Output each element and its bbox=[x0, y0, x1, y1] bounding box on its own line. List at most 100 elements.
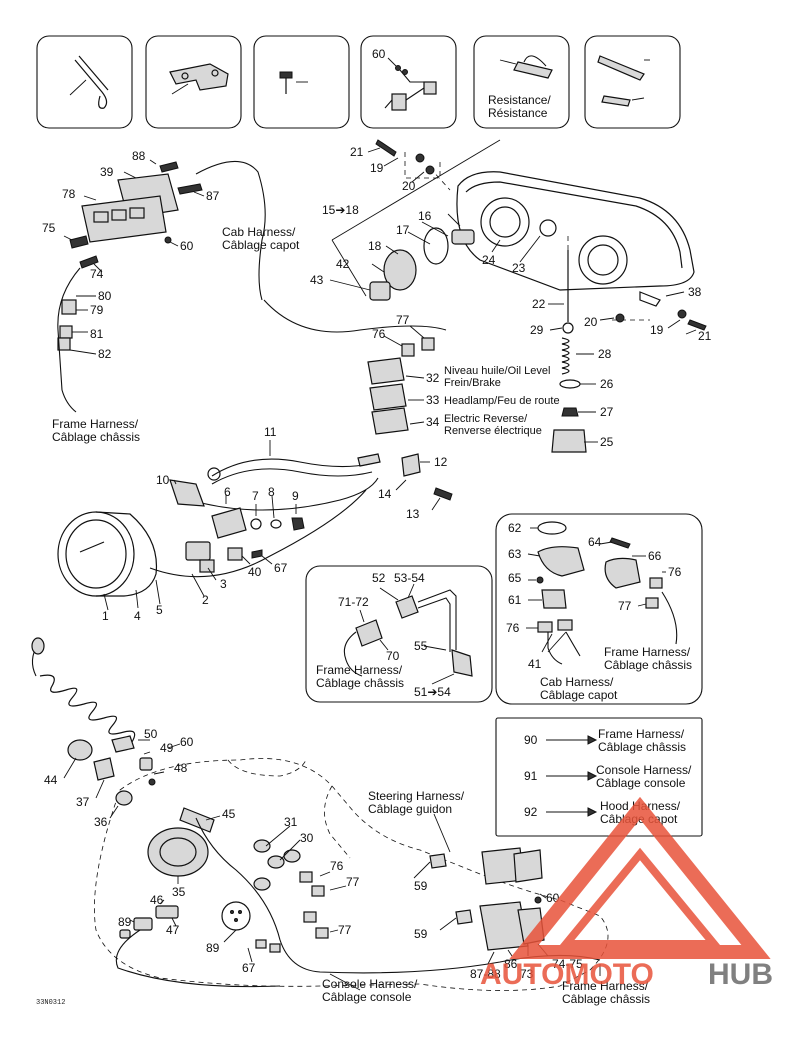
callout-43: 43 bbox=[310, 273, 324, 287]
callout-17: 17 bbox=[396, 223, 410, 237]
leaders-top-right bbox=[329, 147, 697, 443]
callout-4: 4 bbox=[134, 609, 141, 623]
callout-74: 74 bbox=[90, 267, 104, 281]
indicator-34-label-2: Renverse électrique bbox=[444, 425, 542, 437]
callout-88: 88 bbox=[132, 149, 146, 163]
frame-harness-left-2: Câblage châssis bbox=[52, 430, 140, 444]
callout-21b: 21 bbox=[698, 329, 712, 343]
callout-19b: 19 bbox=[650, 323, 664, 337]
callout-20b: 20 bbox=[584, 315, 598, 329]
callout-3: 3 bbox=[220, 577, 227, 591]
callout-23: 23 bbox=[512, 261, 526, 275]
callout-31: 31 bbox=[284, 815, 298, 829]
callout-46: 46 bbox=[150, 893, 164, 907]
callout-67a: 67 bbox=[274, 561, 288, 575]
callout-9: 9 bbox=[292, 489, 299, 503]
callout-2: 2 bbox=[202, 593, 209, 607]
steering-harness-1: Steering Harness/ bbox=[368, 789, 465, 803]
legend-num-91: 91 bbox=[524, 769, 538, 783]
callout-51: 51➔54 bbox=[414, 685, 451, 699]
inset-box-57 bbox=[145, 35, 242, 129]
callout-47: 47 bbox=[166, 923, 180, 937]
console-harness-bottom-1: Console Harness/ bbox=[322, 977, 418, 991]
callout-7: 7 bbox=[252, 489, 259, 503]
callout-38: 38 bbox=[688, 285, 702, 299]
legend-num-90: 90 bbox=[524, 733, 538, 747]
callout-20a: 20 bbox=[402, 179, 416, 193]
callout-82: 82 bbox=[98, 347, 112, 361]
harness-legend: 90 91 92 Frame Harness/ Câblage châssis … bbox=[495, 717, 703, 837]
cab-harness-label-top-2: Câblage capot bbox=[222, 238, 300, 252]
callout-24: 24 bbox=[482, 253, 496, 267]
callout-50: 50 bbox=[144, 727, 158, 741]
callout-60: 60 bbox=[372, 47, 386, 61]
callout-67b: 67 bbox=[242, 961, 256, 975]
callout-49: 49 bbox=[160, 741, 174, 755]
legend-91-text-1: Console Harness/ bbox=[596, 763, 692, 777]
legend-90-text-2: Câblage châssis bbox=[598, 740, 686, 754]
callout-12: 12 bbox=[434, 455, 448, 469]
frame-harness-left-1: Frame Harness/ bbox=[52, 417, 139, 431]
callout-77d: 77 bbox=[338, 923, 352, 937]
speedometer-assembly bbox=[57, 440, 453, 611]
legend-90-text-1: Frame Harness/ bbox=[598, 727, 685, 741]
callout-60c: 60 bbox=[180, 735, 194, 749]
callout-63: 63 bbox=[508, 547, 522, 561]
callout-62: 62 bbox=[508, 521, 522, 535]
callout-64: 64 bbox=[588, 535, 602, 549]
callout-40: 40 bbox=[248, 565, 262, 579]
indicator-32-label-1: Niveau huile/Oil Level bbox=[444, 365, 550, 377]
callout-81: 81 bbox=[90, 327, 104, 341]
callout-39: 39 bbox=[100, 165, 114, 179]
callout-8: 8 bbox=[268, 485, 275, 499]
callout-59a: 59 bbox=[414, 879, 428, 893]
callout-7172: 71-72 bbox=[338, 595, 369, 609]
inset-box-84-85 bbox=[584, 35, 681, 129]
inset-box-58 bbox=[253, 35, 350, 129]
callout-33: 33 bbox=[426, 393, 440, 407]
callout-42: 42 bbox=[336, 257, 350, 271]
callout-25: 25 bbox=[600, 435, 614, 449]
callout-76a: 76 bbox=[372, 327, 386, 341]
callout-18: 18 bbox=[368, 239, 382, 253]
inset-box-resistance: Resistance/ Résistance bbox=[473, 35, 570, 129]
callout-86: 86 bbox=[504, 957, 518, 971]
callout-79: 79 bbox=[90, 303, 104, 317]
diagram-code: 33N0312 bbox=[36, 999, 65, 1007]
callout-48: 48 bbox=[174, 761, 188, 775]
callout-89b: 89 bbox=[206, 941, 220, 955]
callout-6: 6 bbox=[224, 485, 231, 499]
inset-box-51-54 bbox=[305, 565, 493, 703]
callout-77c: 77 bbox=[346, 875, 360, 889]
callout-52: 52 bbox=[372, 571, 386, 585]
callout-14: 14 bbox=[378, 487, 392, 501]
callout-36: 36 bbox=[94, 815, 108, 829]
callout-16: 16 bbox=[418, 209, 432, 223]
callout-10: 10 bbox=[156, 473, 170, 487]
watermark-right: HUB bbox=[708, 958, 773, 991]
frame-harness-bottom-1: Frame Harness/ bbox=[562, 979, 649, 993]
resistance-caption-2: Résistance bbox=[488, 106, 548, 120]
callout-29: 29 bbox=[530, 323, 544, 337]
cab-harness-right-1: Cab Harness/ bbox=[540, 675, 614, 689]
callout-26: 26 bbox=[600, 377, 614, 391]
watermark-left: AUTOMOTO bbox=[480, 958, 654, 991]
callout-7475: 74-75 bbox=[552, 957, 583, 971]
cab-harness-right-2: Câblage capot bbox=[540, 688, 618, 702]
callout-77b: 77 bbox=[618, 599, 632, 613]
callout-55: 55 bbox=[414, 639, 428, 653]
legend-91-text-2: Câblage console bbox=[596, 776, 686, 790]
callout-13: 13 bbox=[406, 507, 420, 521]
callout-27: 27 bbox=[600, 405, 614, 419]
callout-19a: 19 bbox=[370, 161, 384, 175]
frame-harness-right-2: Câblage châssis bbox=[604, 658, 692, 672]
callout-45: 45 bbox=[222, 807, 236, 821]
headlamp-bulb-socket bbox=[369, 139, 707, 453]
frame-harness-right-1: Frame Harness/ bbox=[604, 645, 691, 659]
callout-76d: 76 bbox=[330, 859, 344, 873]
inset-box-60: 60 bbox=[360, 35, 457, 129]
callout-44: 44 bbox=[44, 773, 58, 787]
callout-8788: 87-88 bbox=[470, 967, 501, 981]
callout-1: 1 bbox=[102, 609, 109, 623]
